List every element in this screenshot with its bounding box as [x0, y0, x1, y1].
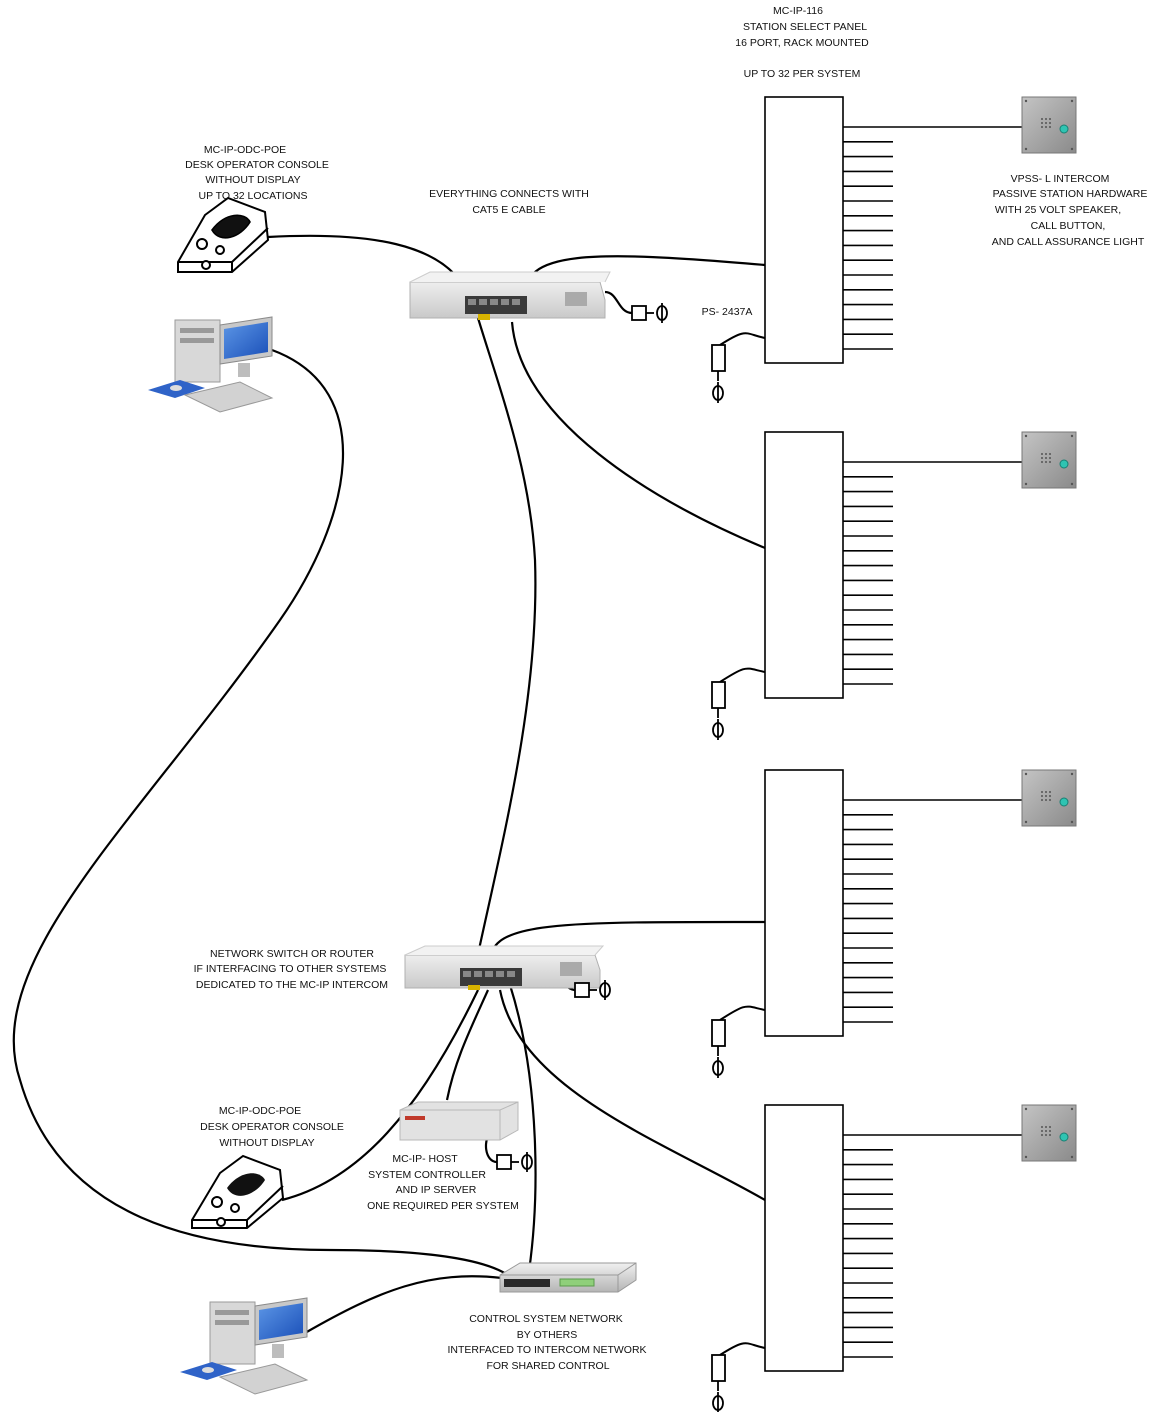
intercom-plate-icon — [1021, 431, 1077, 489]
desk-console-icon — [177, 196, 270, 273]
console2-name-label: DESK OPERATOR CONSOLE — [200, 1121, 344, 1133]
desk-console-icon — [191, 1154, 285, 1229]
console2-model-label: MC-IP-ODC-POE — [219, 1105, 301, 1117]
host-label-4: ONE REQUIRED PER SYSTEM — [367, 1200, 519, 1212]
panel-name-label: STATION SELECT PANEL — [743, 21, 867, 33]
power-plug-icon — [496, 1152, 533, 1172]
switch-label-2: IF INTERFACING TO OTHER SYSTEMS — [194, 963, 387, 975]
host-label-3: AND IP SERVER — [396, 1184, 477, 1196]
ctrl-label-1: CONTROL SYSTEM NETWORK — [469, 1313, 623, 1325]
intercom-plate-icon — [1021, 769, 1077, 827]
power-plug-icon — [711, 667, 766, 740]
console1-name-label: DESK OPERATOR CONSOLE — [185, 159, 329, 171]
panel-body — [764, 96, 844, 364]
cable-switch1-plug — [604, 290, 633, 315]
panel-body — [764, 769, 844, 1037]
cable-switch2-host — [445, 989, 490, 1101]
panel-body — [764, 431, 844, 699]
console1-model-label: MC-IP-ODC-POE — [204, 144, 286, 156]
cable-switch1-panel2 — [510, 321, 766, 550]
intercom-label-2: PASSIVE STATION HARDWARE — [993, 188, 1148, 200]
power-supply-label: PS- 2437A — [702, 306, 753, 318]
panel-qty-label: UP TO 32 PER SYSTEM — [744, 68, 861, 80]
switch-label-3: DEDICATED TO THE MC-IP INTERCOM — [196, 979, 388, 991]
console1-display-label: WITHOUT DISPLAY — [205, 174, 300, 186]
desktop-computer-icon — [180, 1297, 309, 1395]
power-plug-icon — [631, 303, 668, 323]
ctrl-label-4: FOR SHARED CONTROL — [486, 1360, 609, 1372]
power-plug-icon — [574, 980, 611, 1000]
intercom-label-1: VPSS- L INTERCOM — [1011, 173, 1110, 185]
intercom-plate-icon — [1021, 96, 1077, 154]
cable-computer1-hub — [12, 348, 513, 1279]
console1-qty-label: UP TO 32 LOCATIONS — [199, 190, 308, 202]
labels: MC-IP-116 STATION SELECT PANEL 16 PORT, … — [185, 5, 1147, 1372]
station-select-panel — [764, 96, 1022, 364]
ctrl-label-3: INTERFACED TO INTERCOM NETWORK — [447, 1344, 646, 1356]
panel-ports-label: 16 PORT, RACK MOUNTED — [735, 37, 869, 49]
cable-switch2-panel4 — [498, 989, 766, 1201]
host-server-icon — [399, 1101, 519, 1141]
control-network-hub-icon — [499, 1262, 637, 1293]
power-plug-icon — [711, 1005, 766, 1078]
host-label-1: MC-IP- HOST — [392, 1153, 458, 1165]
station-select-panel — [764, 431, 1022, 699]
host-label-2: SYSTEM CONTROLLER — [368, 1169, 486, 1181]
cable-switch1-switch2 — [473, 317, 537, 969]
switch-label-1: NETWORK SWITCH OR ROUTER — [210, 948, 374, 960]
station-select-panel — [764, 1104, 1022, 1372]
intercom-label-4: CALL BUTTON, — [1031, 220, 1106, 232]
power-plug-icon — [711, 332, 766, 403]
intercom-plate-icon — [1021, 1104, 1077, 1162]
connect-label-1: EVERYTHING CONNECTS WITH — [429, 188, 589, 200]
connect-label-2: CAT5 E CABLE — [472, 204, 545, 216]
power-plug-icon — [711, 1342, 766, 1412]
cable-switch2-console2 — [281, 989, 479, 1202]
network-switch-icon — [409, 271, 611, 320]
intercom-label-3: WITH 25 VOLT SPEAKER, — [995, 204, 1121, 216]
desktop-computer-icon — [148, 316, 274, 413]
cable-computer2-hub — [304, 1275, 503, 1334]
panel-body — [764, 1104, 844, 1372]
station-select-panel — [764, 769, 1022, 1037]
cable-switch2-hub — [508, 984, 537, 1279]
ctrl-label-2: BY OTHERS — [517, 1329, 578, 1341]
panel-model-label: MC-IP-116 — [773, 5, 823, 17]
console2-display-label: WITHOUT DISPLAY — [219, 1137, 314, 1149]
network-switch-icon — [404, 945, 605, 990]
intercom-label-5: AND CALL ASSURANCE LIGHT — [992, 236, 1145, 248]
